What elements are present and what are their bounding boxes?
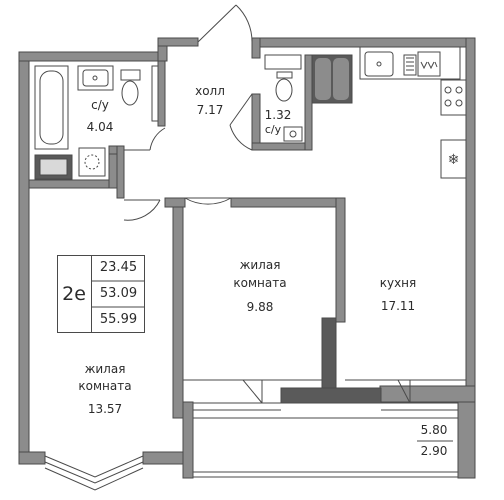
- room-outlines: [29, 60, 466, 381]
- bedroom-area: 9.88: [246, 300, 274, 314]
- kitchen-counter: [359, 46, 461, 80]
- bathroom-main-name: с/у: [91, 98, 109, 112]
- bathroom-small-area: 1.32: [264, 108, 292, 122]
- living-room-area: 13.57: [87, 402, 123, 416]
- balcony-area-divider: [417, 440, 453, 442]
- bath-cabinet: [34, 154, 73, 180]
- balcony-area-full: 5.80: [420, 423, 448, 437]
- doors: [123, 4, 411, 404]
- washing-machine: [78, 147, 106, 177]
- sink-small: [283, 126, 303, 142]
- bedroom-name-line2: комната: [233, 276, 287, 290]
- dishwasher-icon: [417, 51, 441, 77]
- toilet-main: [120, 69, 141, 106]
- bathtub: [34, 65, 69, 150]
- total-with-balcony-value: 55.99: [99, 312, 138, 327]
- apartment-area-box: 2е 23.45 53.09 55.99: [57, 255, 145, 333]
- balcony-area: [182, 401, 476, 479]
- snowflake-icon: ❄: [448, 152, 460, 168]
- bedroom-name-line1: жилая: [239, 258, 281, 272]
- bathroom-main-area: 4.04: [86, 120, 114, 134]
- kitchen-area: 17.11: [380, 299, 416, 313]
- hall-area: 7.17: [196, 103, 224, 117]
- living-area-value: 23.45: [99, 260, 138, 275]
- area-box-frame: [57, 255, 145, 333]
- kitchen-appliances-dark: [311, 54, 353, 104]
- living-room-name-line1: жилая: [84, 362, 126, 376]
- sink-main: [77, 65, 114, 91]
- toilet-small: [264, 54, 302, 102]
- bay-window: [18, 200, 184, 491]
- apartment-type: 2е: [62, 283, 86, 305]
- freezer: ❄: [440, 139, 467, 179]
- bath-shelf: [151, 65, 159, 122]
- hall-name: холл: [195, 84, 225, 98]
- balcony-area-reduced: 2.90: [420, 444, 448, 458]
- kitchen-name: кухня: [379, 276, 417, 290]
- bathroom-small-name: с/у: [264, 123, 282, 136]
- total-area-value: 53.09: [99, 286, 138, 301]
- stove: [440, 79, 467, 116]
- living-room-name-line2: комната: [78, 379, 132, 393]
